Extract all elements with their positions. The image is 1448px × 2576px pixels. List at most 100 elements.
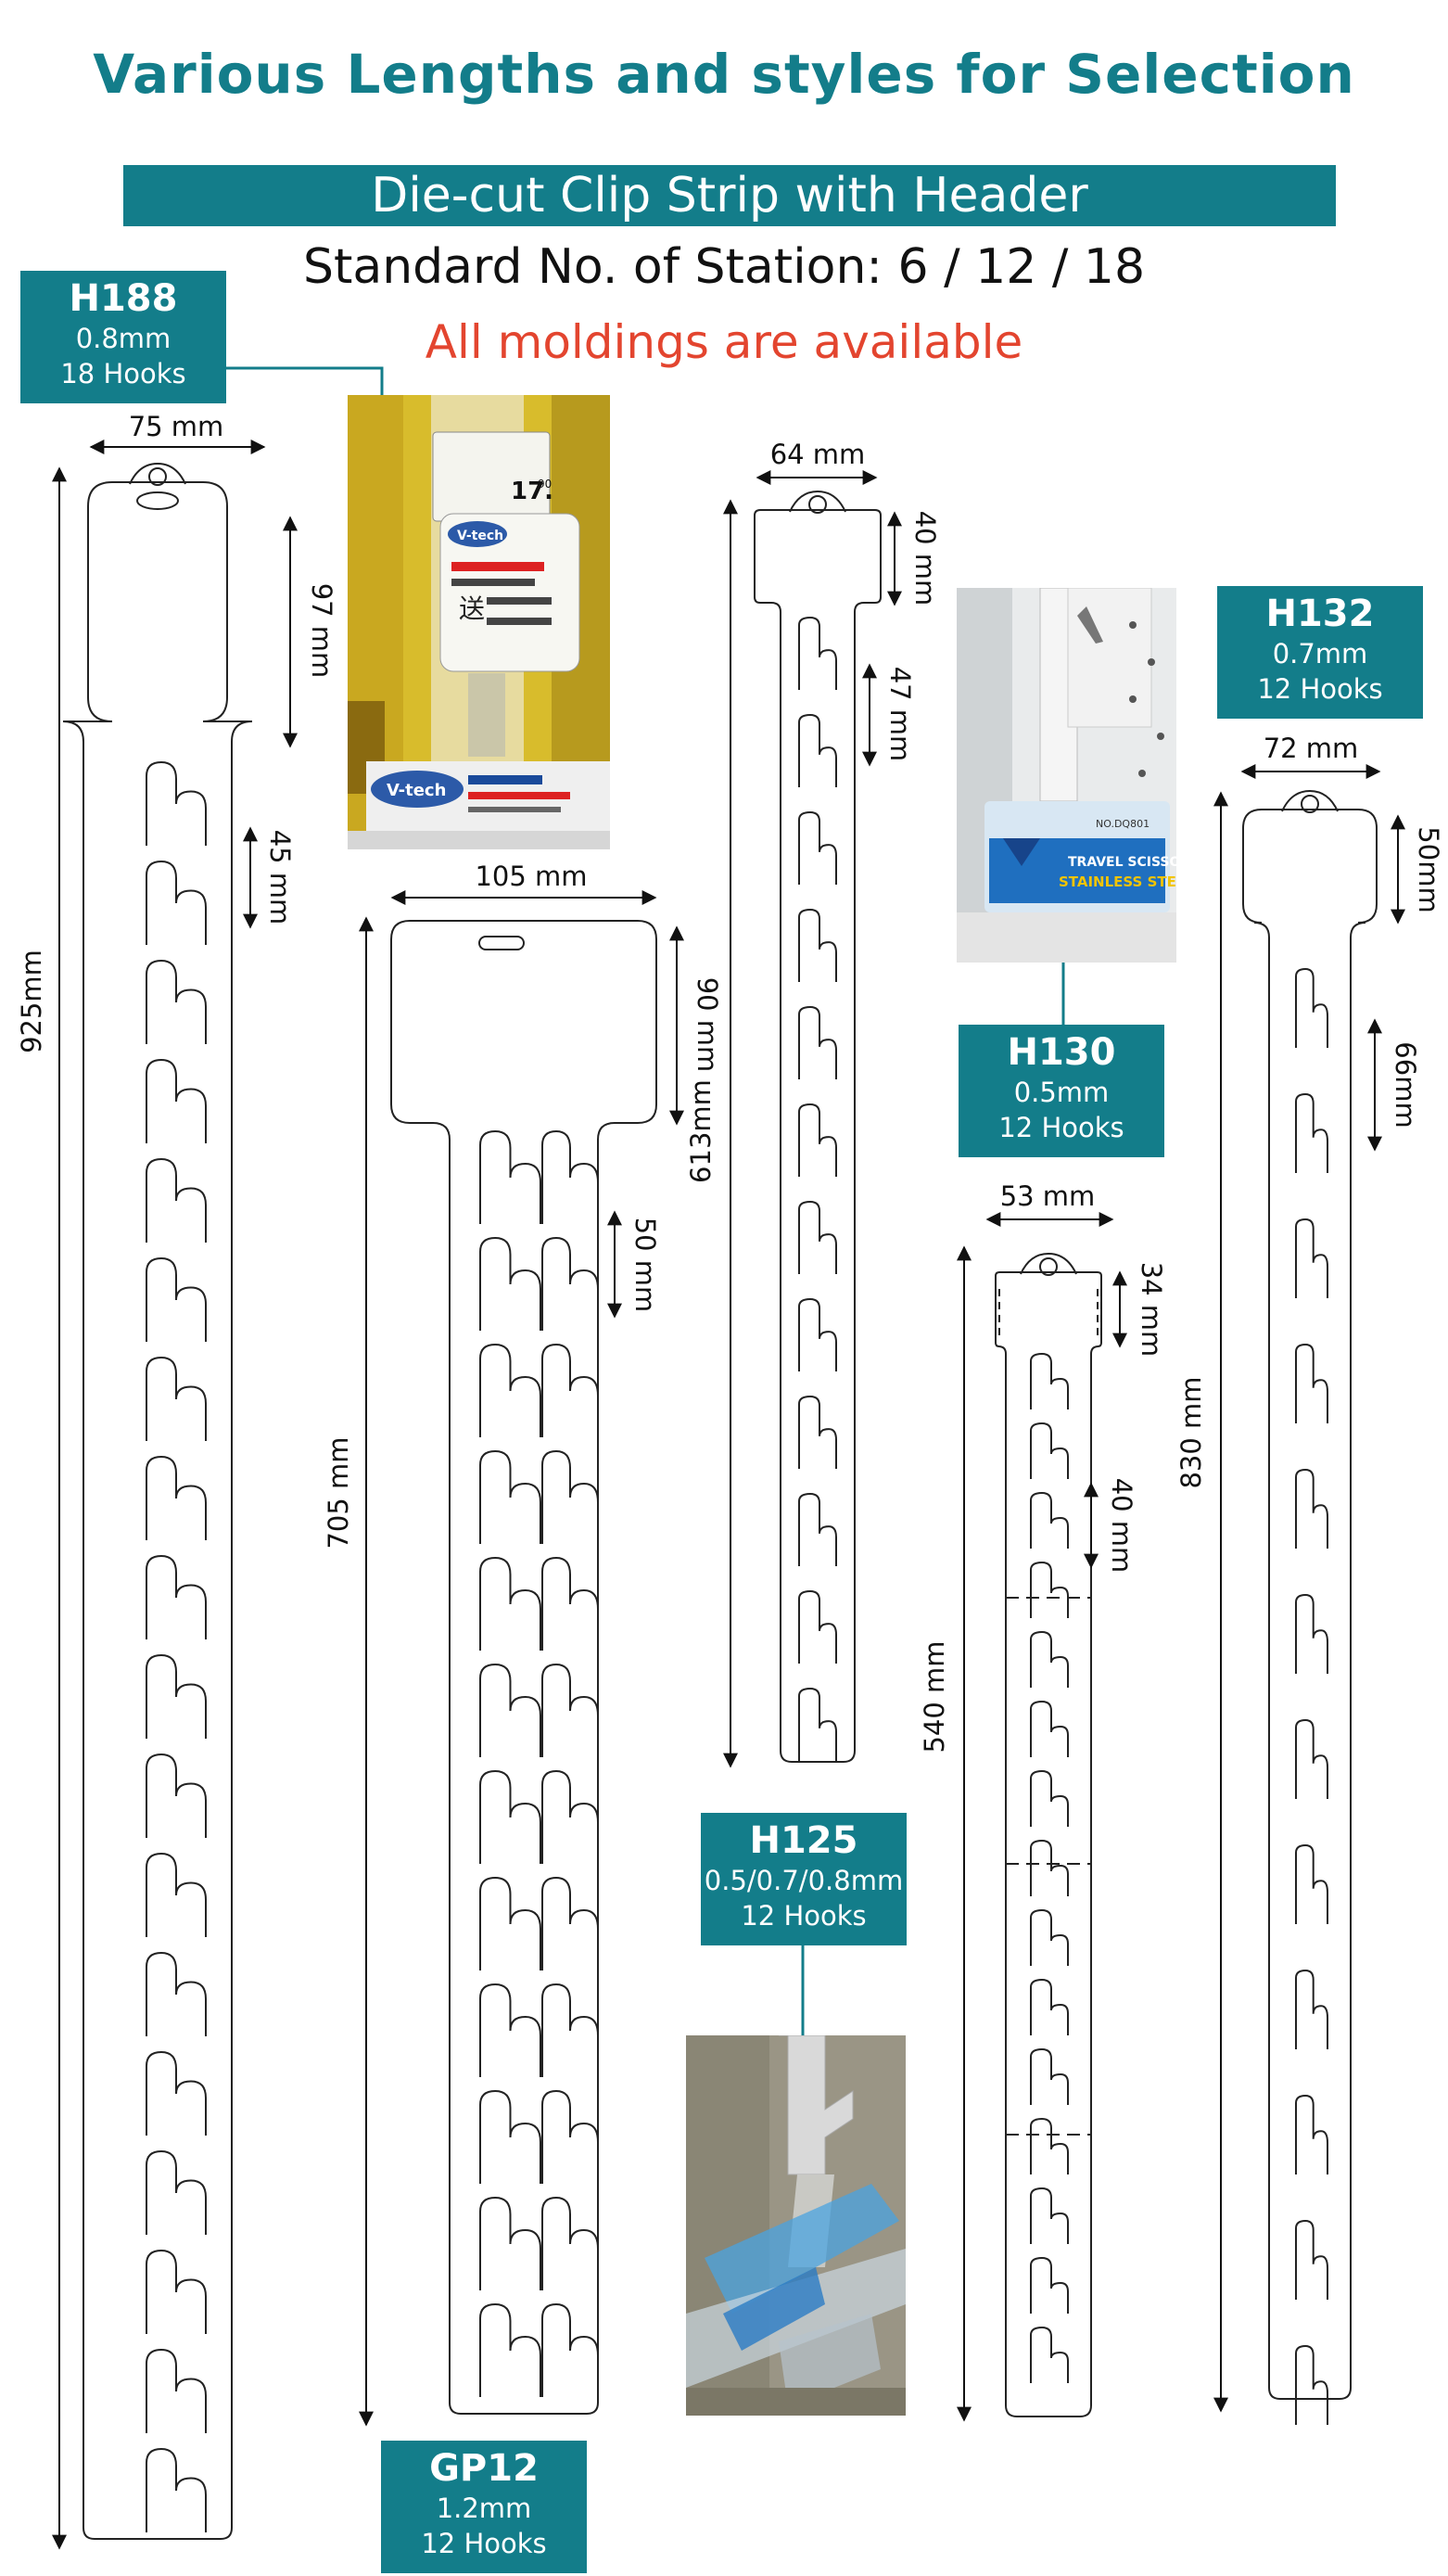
gp12-outline [390,920,657,2415]
hook-photo-art [686,2035,906,2416]
product-code: H125 [749,1819,858,1862]
h188-tab [129,462,186,485]
h188-header-label: 97 mm [306,583,337,679]
gp12-pitch-label: 50 mm [629,1218,661,1313]
h125-width-label: 64 mm [770,439,866,470]
product-thickness: 0.8mm [75,323,171,354]
h188-connector [226,366,384,395]
h125-hang-hole [808,495,827,514]
label-h132: H132 0.7mm 12 Hooks [1217,586,1423,719]
page-title: Various Lengths and styles for Selection [93,43,1355,106]
h132-hook [1295,967,1328,1048]
h125-tab [789,490,846,513]
gp12-hook-left [479,1663,541,1757]
product-hooks: 12 Hooks [998,1112,1124,1143]
h132-hook [1295,1593,1328,1674]
section-banner: Die-cut Clip Strip with Header [123,165,1336,226]
gp12-hook-right [541,1556,599,1651]
h125-hook [798,810,837,885]
h125-hook [798,1492,837,1566]
product-hooks: 12 Hooks [421,2528,547,2559]
h125-hook [798,1103,837,1177]
h132-hook [1295,1969,1328,2049]
product-thickness: 0.7mm [1272,638,1368,670]
h188-hook [146,1058,207,1143]
h130-hook [1030,1630,1069,1688]
h125-hook [798,1200,837,1274]
h130-hook [1030,2117,1069,2174]
package-model: NO.DQ801 [1096,818,1150,830]
gp12-hook-left [479,1449,541,1544]
package-title: TRAVEL SCISSORS [1068,855,1176,870]
h130-outline [995,1271,1102,2417]
h125-hook [798,908,837,982]
h125-hook [798,616,837,690]
h130-hook [1030,1422,1069,1479]
h132-hang-hole [1301,795,1319,813]
h125-hook [798,1589,837,1664]
h125-hook [798,713,837,787]
gp12-hook-left [479,1129,541,1224]
h188-hook [146,2447,207,2532]
h132-hook [1295,2219,1328,2300]
gp12-hook-right [541,2089,599,2184]
h188-hook [146,1951,207,2036]
h132-hook [1295,1218,1328,1298]
h188-hook [146,860,207,945]
h130-hook [1030,2326,1069,2383]
h132-hook [1295,1843,1328,1924]
gp12-hook-right [541,1449,599,1544]
gp12-header-label: 90 mm [692,977,723,1073]
h188-hook [146,1753,207,1838]
label-h125: H125 0.5/0.7/0.8mm 12 Hooks [701,1813,907,1945]
h132-header-label: 50mm [1413,826,1444,912]
h188-hook [146,1256,207,1342]
h132-hook [1295,1718,1328,1799]
h130-hook [1030,1908,1069,1966]
h132-hook [1295,1092,1328,1173]
gp12-width-label: 105 mm [475,861,587,892]
product-code: H132 [1265,593,1375,635]
h130-hook [1030,1839,1069,1896]
h132-pitch-label: 66mm [1390,1041,1421,1128]
h188-hook [146,2348,207,2433]
product-hooks: 18 Hooks [60,358,186,389]
h130-hang-hole [1039,1257,1058,1276]
h188-hook [146,1356,207,1441]
h188-hook [146,1157,207,1243]
h132-hook [1295,2344,1328,2425]
brand-text-2: V-tech [387,781,446,800]
gp12-hook-right [541,1663,599,1757]
price-text: 17. [511,478,553,505]
gp12-hook-left [479,1343,541,1437]
h130-hook [1030,2047,1069,2105]
price-cents: 90 [538,478,552,491]
h132-hook [1295,2094,1328,2174]
h132-hook [1295,1343,1328,1423]
label-h130: H130 0.5mm 12 Hooks [959,1025,1164,1157]
h188-hook [146,1455,207,1540]
h188-hook [146,2249,207,2334]
h188-hook [146,760,207,846]
h130-header-label: 34 mm [1136,1262,1167,1358]
photo-hook-closeup [686,2035,906,2416]
product-code: GP12 [429,2447,539,2490]
gp12-hook-left [479,2089,541,2184]
product-thickness: 1.2mm [436,2493,532,2524]
h130-hook [1030,1769,1069,1827]
h125-hook [798,1297,837,1371]
h188-hook [146,1653,207,1739]
gp12-euro-slot [478,936,525,950]
store-photo-art: 17. 90 V-tech 送 V-tech [348,395,610,849]
h125-hook [798,1395,837,1469]
gp12-hook-left [479,1876,541,1970]
gp12-hook-left [479,1983,541,2077]
gp12-hook-right [541,1983,599,2077]
h130-hook [1030,1561,1069,1618]
gp12-hook-right [541,1343,599,1437]
h188-outline [62,481,253,2540]
h130-hook [1030,2187,1069,2244]
moldings-note: All moldings are available [425,315,1023,369]
gp12-hook-left [479,2196,541,2290]
product-hooks: 12 Hooks [741,1900,867,1932]
